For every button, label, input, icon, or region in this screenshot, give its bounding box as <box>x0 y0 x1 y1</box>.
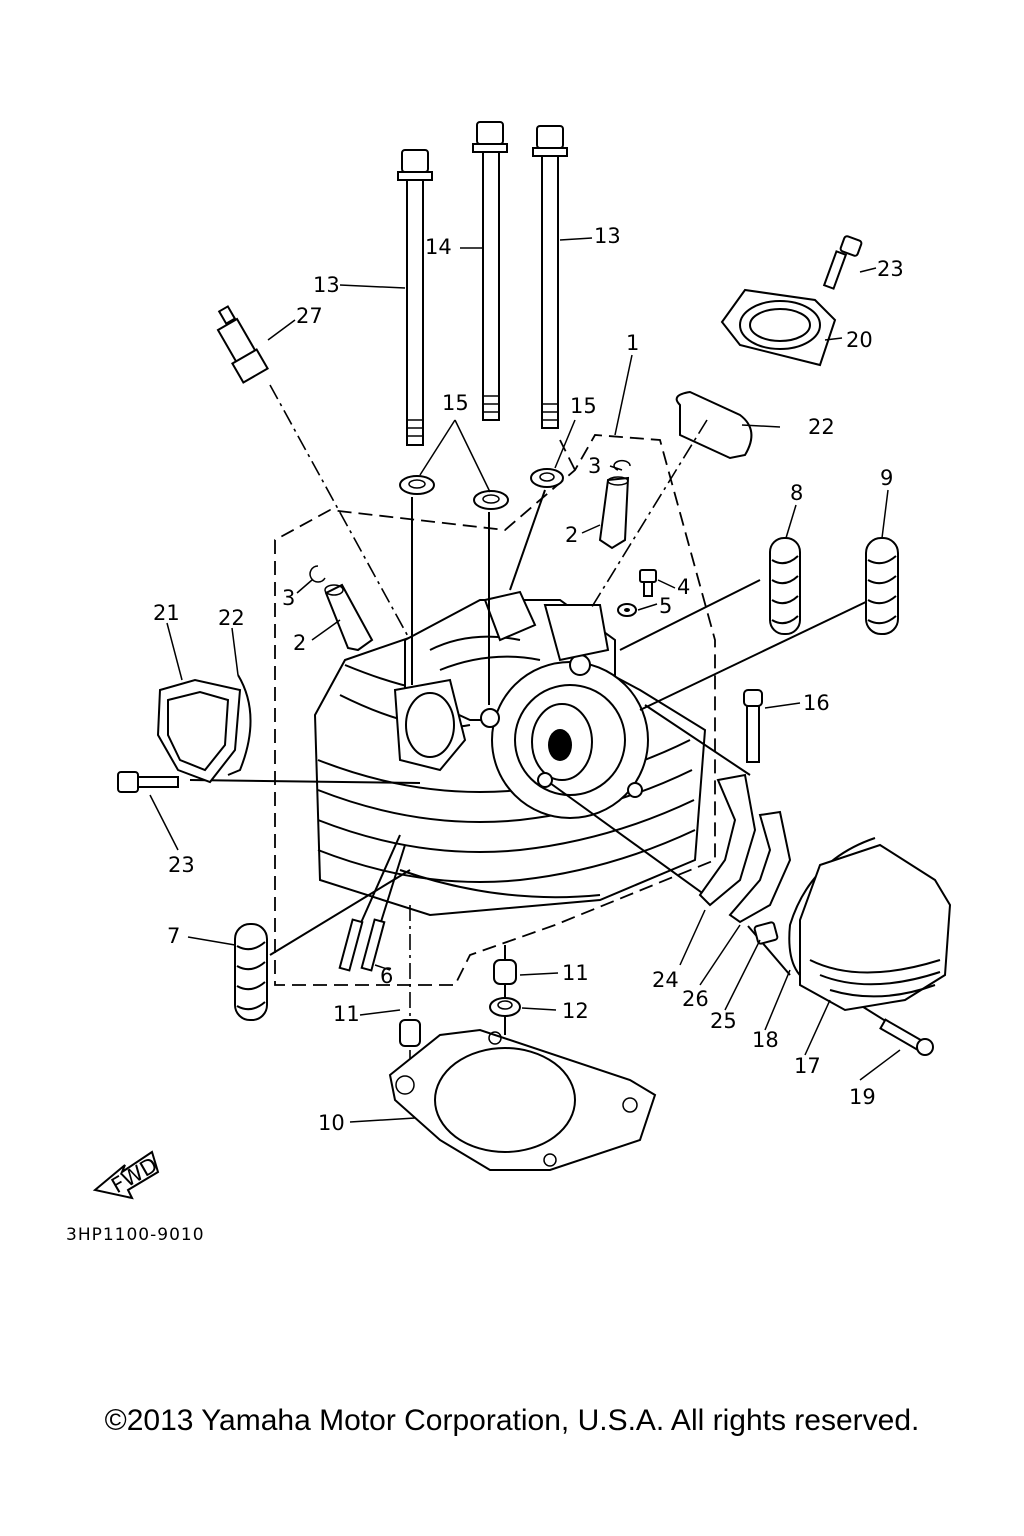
chain-guide <box>698 773 792 945</box>
oil-check-bolt <box>617 569 657 617</box>
head-gasket <box>388 1028 657 1171</box>
bolt-washers <box>399 468 564 510</box>
callout-26: 26 <box>682 987 709 1011</box>
callout-27: 27 <box>296 304 323 328</box>
callout-3: 3 <box>588 454 601 478</box>
assembly-boundary <box>274 434 716 986</box>
head-bolt-left <box>397 149 433 446</box>
callout-13: 13 <box>313 273 340 297</box>
callout-9: 9 <box>880 466 893 490</box>
bolt-16 <box>743 689 763 763</box>
fwd-arrow-icon: FWD <box>92 1150 162 1200</box>
side-cover-left <box>117 674 252 793</box>
diagram-part-number: 3HP1100-9010 <box>66 1225 205 1245</box>
callout-22: 22 <box>808 415 835 439</box>
valve-guides <box>309 459 631 652</box>
callout-7: 7 <box>167 924 180 948</box>
callout-labels: 1 2 2 3 3 4 5 6 7 8 9 10 11 11 12 13 13 … <box>153 224 904 1135</box>
callout-18: 18 <box>752 1028 779 1052</box>
callout-6: 6 <box>380 964 393 988</box>
spark-plug <box>216 305 411 641</box>
callout-10: 10 <box>318 1111 345 1135</box>
callout-12: 12 <box>562 999 589 1023</box>
callout-24: 24 <box>652 968 679 992</box>
leader-lines <box>149 237 901 1123</box>
side-cover-right <box>788 837 952 1056</box>
o-ring-top <box>675 390 753 460</box>
callout-15: 15 <box>442 391 469 415</box>
callout-25: 25 <box>710 1009 737 1033</box>
dowel-pin-8 <box>769 537 801 635</box>
callout-16: 16 <box>803 691 830 715</box>
callout-22: 22 <box>218 606 245 630</box>
callout-4: 4 <box>677 575 690 599</box>
callout-11: 11 <box>562 961 589 985</box>
callout-19: 19 <box>849 1085 876 1109</box>
intake-joint <box>720 235 863 367</box>
dowel-pin-9 <box>865 537 899 635</box>
studs <box>338 918 386 972</box>
callout-2: 2 <box>293 631 306 655</box>
callout-15: 15 <box>570 394 597 418</box>
callout-5: 5 <box>659 594 672 618</box>
callout-17: 17 <box>794 1054 821 1078</box>
callout-11: 11 <box>333 1002 360 1026</box>
callout-3: 3 <box>282 586 295 610</box>
callout-2: 2 <box>565 523 578 547</box>
fwd-label: FWD <box>107 1153 161 1198</box>
cylinder-head <box>313 590 707 917</box>
callout-14: 14 <box>425 235 452 259</box>
callout-21: 21 <box>153 601 180 625</box>
dowel-pin-7 <box>234 923 268 1021</box>
callout-20: 20 <box>846 328 873 352</box>
callout-13: 13 <box>594 224 621 248</box>
callout-23: 23 <box>168 853 195 877</box>
callout-8: 8 <box>790 481 803 505</box>
assembly-lines <box>189 419 901 1075</box>
callout-1: 1 <box>626 331 639 355</box>
callout-23: 23 <box>877 257 904 281</box>
dowels <box>399 959 521 1047</box>
head-bolt-middle <box>472 121 508 421</box>
copyright-notice: ©2013 Yamaha Motor Corporation, U.S.A. A… <box>104 1404 920 1437</box>
head-bolt-right <box>532 125 568 429</box>
